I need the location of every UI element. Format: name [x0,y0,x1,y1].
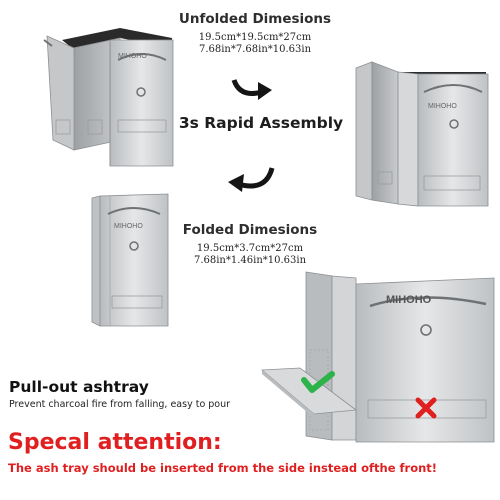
folded-dimensions-title: Folded Dimesions [182,222,318,238]
special-attention-title: Specal attention: [8,430,222,455]
brand-logo: MIHOHO [386,294,432,306]
pullout-ashtray-title: Pull-out ashtray [9,378,149,396]
check-icon [301,371,335,393]
curved-arrow-icon [231,79,272,100]
unfolded-dimensions-metric: 19.5cm*19.5cm*27cm [198,32,312,43]
cross-icon [415,397,437,419]
unfolded-dimensions-title: Unfolded Dimesions [178,11,332,27]
rapid-assembly-label: 3s Rapid Assembly [178,114,344,132]
special-attention-description: The ash tray should be inserted from the… [8,461,438,475]
stove-unfolded-image [43,28,174,167]
curved-arrow-icon [228,167,275,192]
folded-dimensions-imperial: 7.68in*1.46in*10.63in [193,255,307,266]
stove-ashtray-image [260,271,495,443]
pullout-ashtray-description: Prevent charcoal fire from falling, easy… [9,399,231,410]
stove-folded-image [91,193,169,327]
brand-logo: MIHOHO [428,103,457,110]
unfolded-dimensions-imperial: 7.68in*7.68in*10.63in [198,44,312,55]
folded-dimensions-metric: 19.5cm*3.7cm*27cm [196,243,304,254]
brand-logo: MIHOHO [114,223,143,230]
stove-assembled-image [355,61,489,207]
brand-logo: MIHOHO [118,53,147,60]
